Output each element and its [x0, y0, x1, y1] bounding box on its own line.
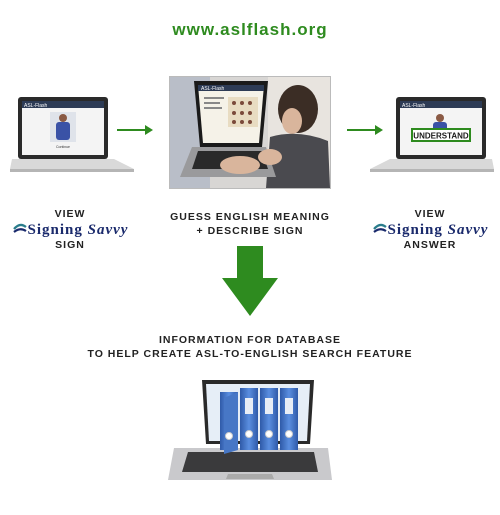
database-laptop [168, 380, 332, 480]
center-photo: ASL-Flash [169, 76, 331, 189]
center-caption: GUESS ENGLISH MEANING + DESCRIBE SIGN [150, 210, 350, 238]
result-caption-line1: INFORMATION FOR DATABASE [158, 334, 342, 346]
center-caption-line1: GUESS ENGLISH MEANING [170, 211, 330, 223]
left-caption: VIEW Signing Savvy SIGN [10, 207, 130, 252]
result-caption: INFORMATION FOR DATABASE TO HELP CREATE … [50, 333, 450, 361]
left-laptop: ASL-Flash Continue [10, 97, 134, 172]
center-caption-line2: + DESCRIBE SIGN [196, 225, 304, 237]
right-screen-word: UNDERSTAND [413, 132, 469, 141]
signing-savvy-icon [372, 223, 387, 233]
arrow-center-right [347, 125, 383, 135]
right-screen-title: ASL-Flash [402, 103, 426, 109]
result-caption-line2: TO HELP CREATE ASL-TO-ENGLISH SEARCH FEA… [87, 348, 413, 360]
left-caption-line2: SIGN [55, 239, 85, 251]
center-screen-title: ASL-Flash [201, 86, 225, 92]
right-signing-savvy-logo: Signing Savvy [370, 222, 490, 238]
signing-savvy-icon [12, 223, 27, 233]
left-screen-word: Continue [56, 145, 70, 149]
down-arrow [222, 246, 278, 316]
left-signing-savvy-logo: Signing Savvy [10, 222, 130, 238]
right-caption-line1: VIEW [414, 208, 446, 220]
right-laptop: ASL-Flash UNDERSTAND [370, 97, 494, 172]
site-url: www.aslflash.org [172, 20, 328, 39]
binder-3 [260, 388, 278, 450]
right-caption-line2: ANSWER [403, 239, 457, 251]
arrow-left-right [117, 125, 153, 135]
left-caption-line1: VIEW [54, 208, 86, 220]
binder-2 [240, 388, 258, 450]
binder-4 [280, 388, 298, 450]
left-screen-title: ASL-Flash [24, 103, 48, 109]
right-caption: VIEW Signing Savvy ANSWER [370, 207, 490, 252]
